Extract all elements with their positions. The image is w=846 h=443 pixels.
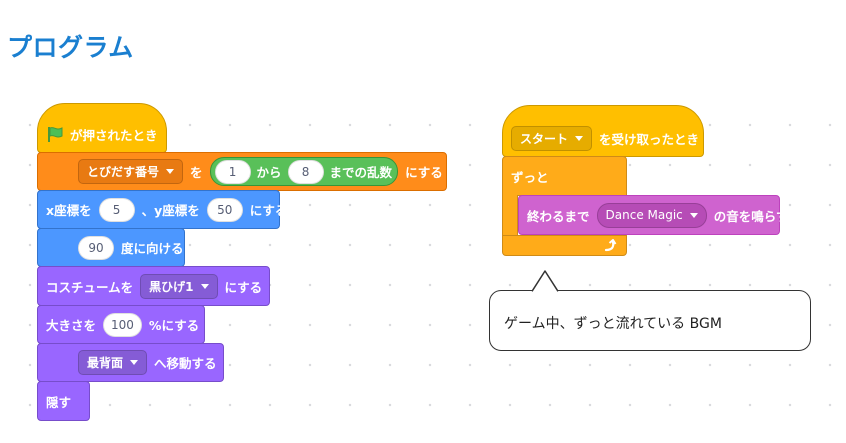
page-title: プログラム: [7, 33, 134, 62]
size-input[interactable]: 100: [103, 312, 142, 337]
costume-label: コスチュームを: [46, 279, 134, 295]
chevron-down-icon: [575, 135, 584, 141]
callout-tail: [531, 270, 559, 292]
random-to-input[interactable]: 8: [287, 159, 324, 184]
forever-block[interactable]: ずっと: [502, 156, 627, 256]
green-flag-icon: [48, 126, 63, 142]
x-label: x座標を: [46, 203, 92, 218]
annotation-callout: ゲーム中、ずっと流れている BGM: [489, 290, 811, 351]
loop-arrow-icon: [604, 238, 617, 251]
forever-arm: [502, 195, 518, 237]
goto-xy-block[interactable]: x座標を 5 、y座標を 50 にする: [37, 190, 287, 229]
random-to-label: までの乱数: [329, 165, 393, 180]
when-flag-clicked-block[interactable]: が押されたとき: [37, 103, 167, 153]
play-sound-suffix-label: の音を鳴らす: [713, 208, 789, 224]
forever-label: ずっと: [511, 169, 549, 185]
y-label: 、y座標を: [141, 203, 200, 218]
x-input[interactable]: 5: [98, 197, 135, 222]
point-direction-block[interactable]: 90 度に向ける: [37, 228, 185, 267]
chevron-down-icon: [130, 360, 139, 365]
size-suffix-label: %にする: [148, 318, 200, 333]
go-to-layer-block[interactable]: 最背面 へ移動する: [37, 343, 224, 382]
layer-suffix-label: へ移動する: [154, 356, 217, 371]
forever-top: ずっと: [502, 156, 627, 196]
forever-bottom: [502, 235, 627, 256]
chevron-down-icon: [689, 212, 698, 218]
set-variable-block[interactable]: とびだす番号 を 1 から 8 までの乱数 にする: [37, 152, 447, 191]
direction-input[interactable]: 90: [78, 235, 114, 260]
play-sound-until-done-block[interactable]: 終わるまで Dance Magic の音を鳴らす: [518, 195, 789, 235]
chevron-down-icon: [166, 169, 175, 174]
set-suffix-label: にする: [405, 165, 443, 180]
when-flag-label: が押されたとき: [70, 127, 158, 143]
variable-dropdown[interactable]: とびだす番号: [78, 159, 184, 184]
when-receive-block[interactable]: スタート を受け取ったとき: [502, 105, 704, 157]
sound-dropdown[interactable]: Dance Magic: [596, 202, 707, 228]
switch-costume-block[interactable]: コスチュームを 黒ひげ1 にする: [37, 266, 270, 306]
callout-text: ゲーム中、ずっと流れている BGM: [504, 316, 722, 332]
variable-dropdown-label: とびだす番号: [87, 165, 160, 179]
hide-block[interactable]: 隠す: [37, 381, 90, 421]
random-from-input[interactable]: 1: [214, 159, 251, 184]
pick-random-block[interactable]: 1 から 8 までの乱数: [209, 157, 399, 186]
broadcast-dropdown[interactable]: スタート: [511, 125, 593, 151]
costume-dropdown[interactable]: 黒ひげ1: [140, 273, 218, 299]
layer-dropdown-label: 最背面: [87, 356, 124, 370]
costume-dropdown-label: 黒ひげ1: [149, 279, 194, 294]
size-label: 大きさを: [46, 318, 97, 333]
receive-label: を受け取ったとき: [599, 131, 700, 147]
sound-dropdown-label: Dance Magic: [605, 208, 683, 222]
y-input[interactable]: 50: [206, 197, 243, 222]
random-from-label: から: [256, 165, 282, 180]
play-sound-label: 終わるまで: [527, 208, 590, 224]
goto-suffix-label: にする: [249, 203, 288, 218]
costume-suffix-label: にする: [224, 279, 263, 295]
direction-label: 度に向ける: [121, 241, 184, 256]
set-size-block[interactable]: 大きさを 100 %にする: [37, 305, 205, 344]
set-to-label: を: [190, 165, 203, 180]
chevron-down-icon: [200, 283, 209, 289]
hide-label: 隠す: [46, 394, 72, 410]
broadcast-dropdown-label: スタート: [520, 131, 569, 146]
layer-dropdown[interactable]: 最背面: [78, 350, 148, 375]
